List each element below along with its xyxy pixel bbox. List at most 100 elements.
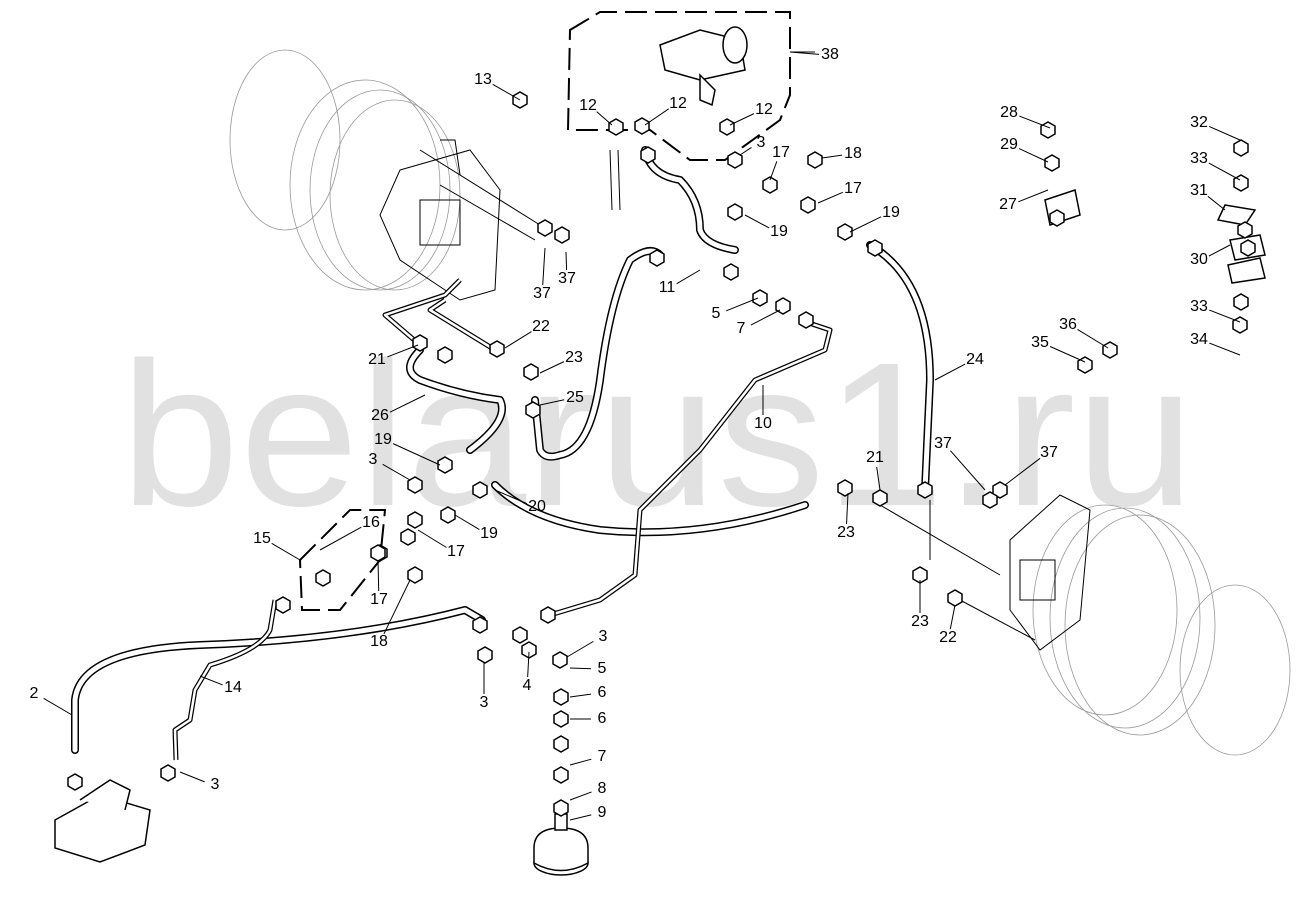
callout-6: 6 [598, 710, 607, 727]
fitting [917, 481, 933, 499]
fitting [1044, 154, 1060, 172]
leader-line [527, 651, 530, 678]
fittings [67, 91, 1256, 817]
fitting [719, 118, 735, 136]
leader-line [949, 604, 956, 630]
leader-line [1077, 329, 1109, 349]
callout-3: 3 [599, 628, 608, 645]
watermark: belarus1.ru [120, 320, 1195, 549]
leader-line [199, 675, 223, 686]
callout-29: 29 [1000, 136, 1018, 153]
callout-34: 34 [1190, 331, 1208, 348]
leader-line [569, 667, 592, 670]
leader-line [644, 108, 670, 126]
fitting [521, 641, 537, 659]
fitting [762, 176, 778, 194]
callout-31: 31 [1190, 182, 1208, 199]
leader-line [569, 693, 592, 698]
callout-32: 32 [1190, 114, 1208, 131]
clamp-30-31 [1216, 204, 1266, 284]
callout-11: 11 [659, 279, 676, 296]
leader-line [876, 466, 881, 491]
fitting [1237, 221, 1253, 239]
leader-line [389, 394, 426, 413]
callout-25: 25 [566, 389, 584, 406]
fitting [649, 249, 665, 267]
fitting [315, 569, 331, 587]
callout-13: 13 [474, 71, 492, 88]
callout-17: 17 [447, 543, 465, 560]
leader-line [1018, 189, 1049, 203]
leader-line [542, 247, 546, 286]
fitting [160, 764, 176, 782]
callout-12: 12 [755, 101, 773, 118]
fitting [540, 606, 556, 624]
leader-line [934, 363, 966, 381]
leader-line [726, 297, 759, 312]
callout-36: 36 [1059, 316, 1077, 333]
leader-line [729, 113, 755, 126]
fitting [477, 646, 493, 664]
leader-line [1049, 346, 1086, 363]
fitting [1233, 293, 1249, 311]
callout-8: 8 [598, 780, 607, 797]
leader-line [494, 489, 528, 505]
fitting [727, 203, 743, 221]
callout-23: 23 [837, 524, 855, 541]
callout-37: 37 [1040, 444, 1058, 461]
leader-line [566, 640, 594, 658]
fitting [1077, 356, 1093, 374]
fitting [553, 735, 569, 753]
hose-line [641, 146, 739, 254]
leader-line [739, 147, 752, 156]
fitting [1040, 121, 1056, 139]
fitting [1233, 139, 1249, 157]
callout-20: 20 [528, 498, 546, 515]
callout-3: 3 [480, 694, 489, 711]
fitting [723, 263, 739, 281]
leader-line [789, 51, 820, 55]
callout-6: 6 [598, 684, 607, 701]
leader-line [179, 771, 205, 783]
fitting [872, 489, 888, 507]
callout-24: 24 [966, 351, 984, 368]
leader-line [454, 514, 480, 531]
fitting [807, 151, 823, 169]
callout-21: 21 [368, 351, 386, 368]
callout-9: 9 [598, 804, 607, 821]
callout-21: 21 [866, 449, 884, 466]
callout-27: 27 [999, 196, 1017, 213]
leader-line [387, 344, 419, 358]
fitting [1240, 239, 1256, 257]
fitting [912, 566, 928, 584]
fitting [634, 117, 650, 135]
callout-28: 28 [1000, 104, 1018, 121]
callout-17: 17 [772, 144, 790, 161]
callout-19: 19 [882, 204, 900, 221]
leader-line [849, 216, 882, 233]
fitting [775, 297, 791, 315]
fitting [407, 566, 423, 584]
leader-line [1208, 244, 1231, 257]
fitting [640, 146, 656, 164]
fitting [523, 363, 539, 381]
leader-line [1209, 342, 1241, 356]
callout-3: 3 [757, 134, 766, 151]
fitting [554, 226, 570, 244]
hoses [71, 146, 1036, 761]
fitting [553, 688, 569, 706]
fitting [440, 506, 456, 524]
fitting [67, 773, 83, 791]
fitting [798, 311, 814, 329]
fitting [537, 219, 553, 237]
leader-line [565, 251, 568, 271]
hose-line [71, 606, 486, 754]
leader-line [569, 791, 592, 801]
leader-line [504, 331, 532, 349]
leader-line [769, 161, 778, 181]
fitting [400, 528, 416, 546]
callout-3: 3 [369, 451, 378, 468]
leader-line [1208, 125, 1241, 141]
callout-7: 7 [598, 748, 607, 765]
